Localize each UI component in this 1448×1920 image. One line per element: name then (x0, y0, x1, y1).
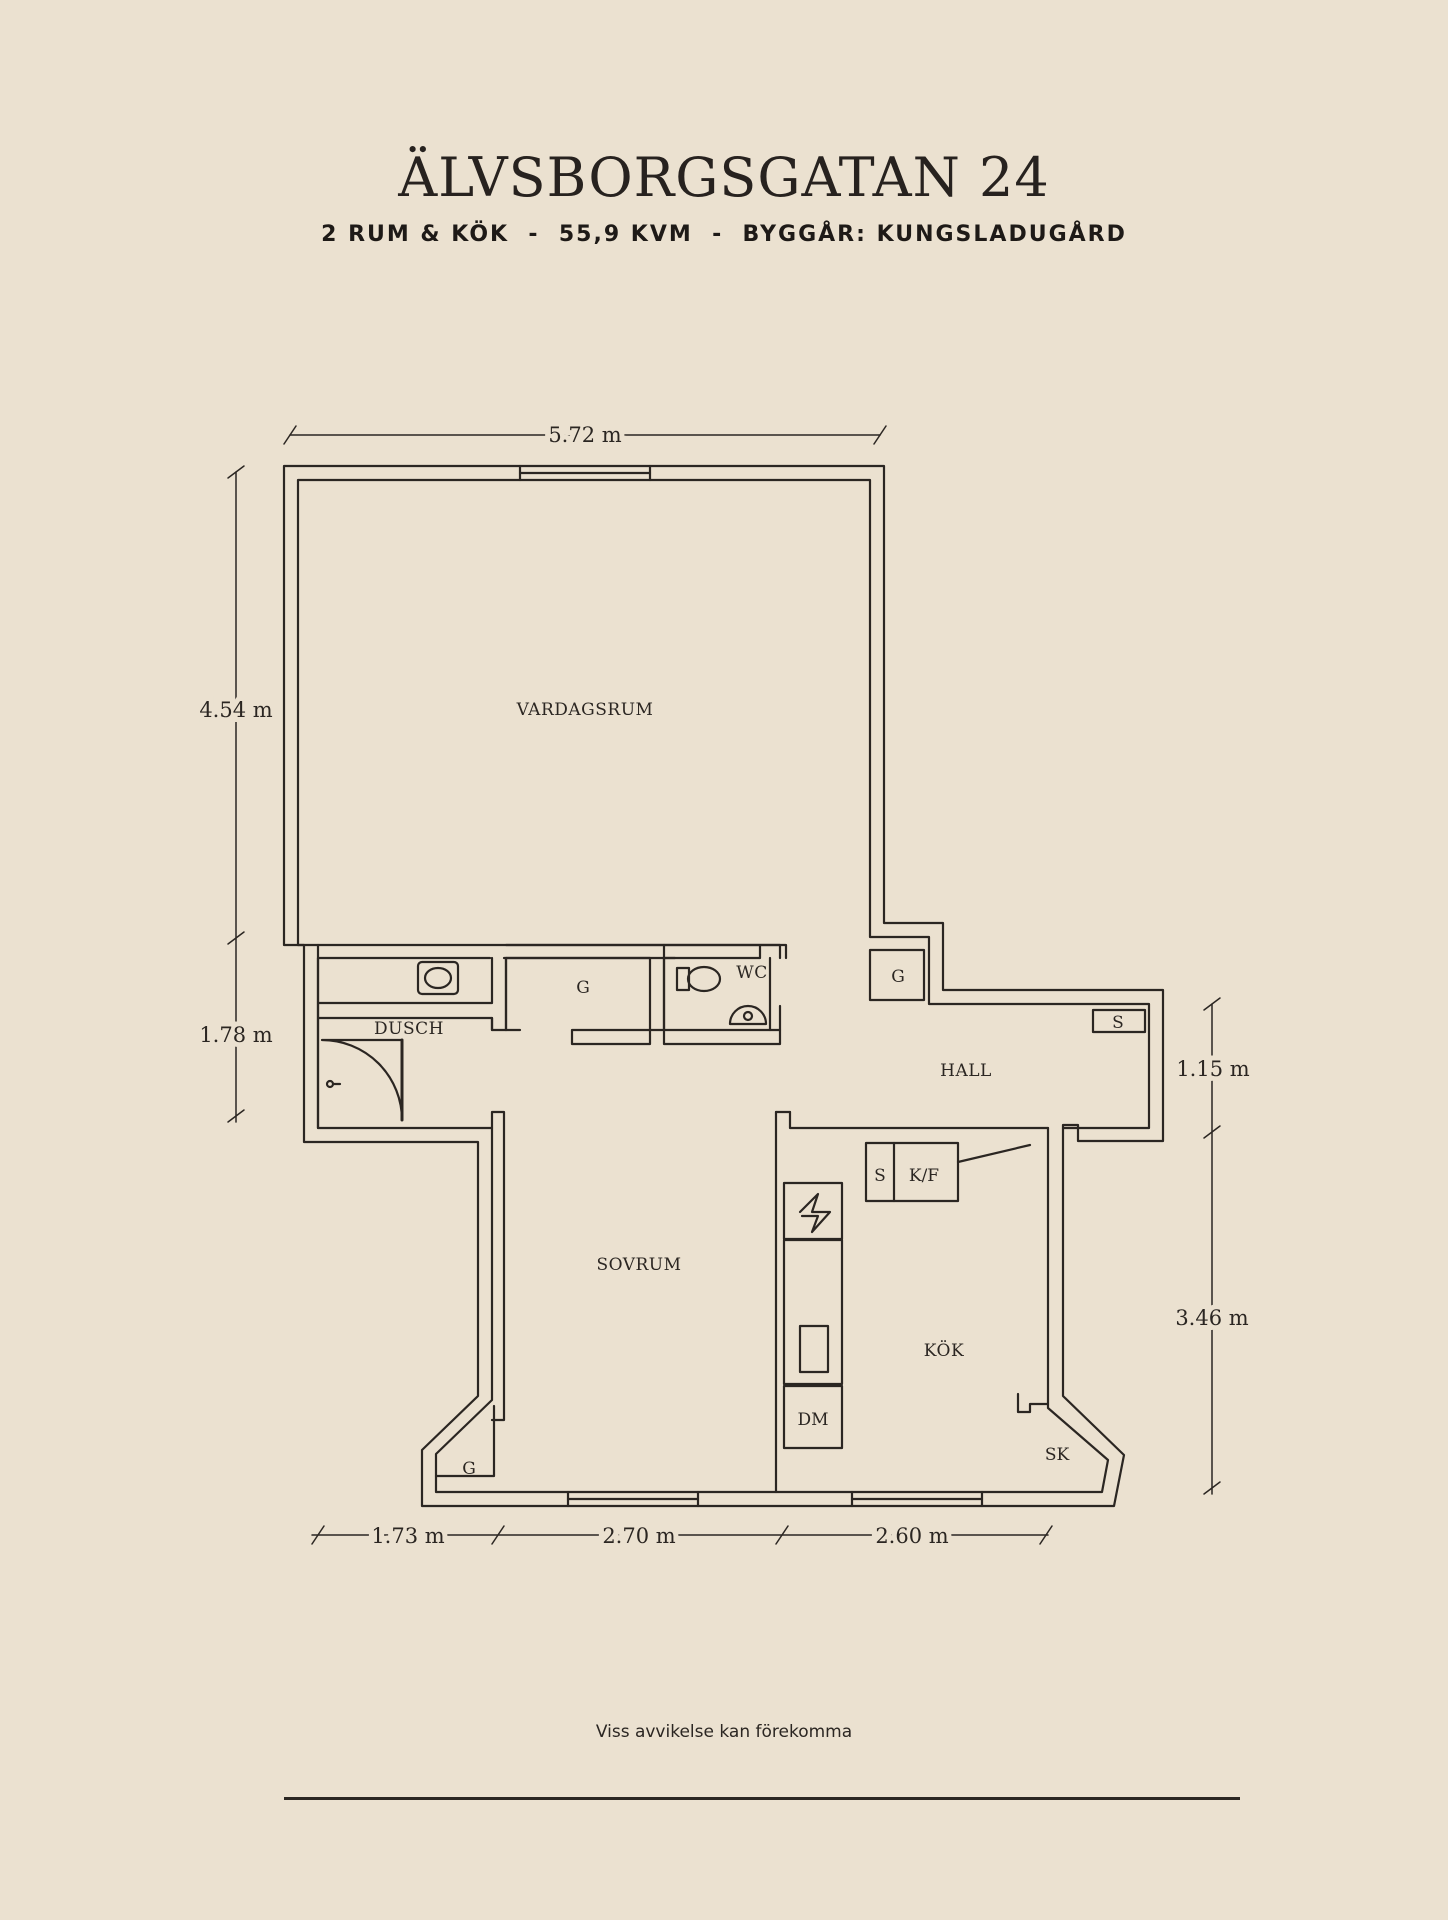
room-label-hall: HALL (940, 1061, 992, 1081)
fixture-label-g-bedroom: G (462, 1459, 476, 1479)
fixture-label-sk: SK (1045, 1445, 1070, 1465)
disclaimer-note: Viss avvikelse kan förekomma (595, 1722, 853, 1742)
room-label-kok: KÖK (924, 1340, 964, 1361)
dimension-left-lower: 1.78 m (199, 1023, 272, 1047)
dimension-right-upper: 1.15 m (1176, 1057, 1249, 1081)
footer-divider (284, 1797, 1240, 1800)
dimension-bottom-right: 2.60 m (875, 1524, 948, 1548)
fixture-label-g-hall: G (891, 967, 905, 987)
page-title: ÄLVSBORGSGATAN 24 (398, 146, 1050, 209)
dimension-left-upper: 4.54 m (199, 698, 272, 722)
dimension-right-lower: 3.46 m (1175, 1306, 1248, 1330)
fixture-label-s-kitchen: S (874, 1166, 886, 1186)
room-label-wc: WC (736, 963, 767, 983)
room-label-sovrum: SOVRUM (596, 1255, 681, 1275)
fixture-label-kf: K/F (909, 1166, 939, 1186)
dimension-bottom-left: 1.73 m (371, 1524, 444, 1548)
fixture-label-s-hall: S (1112, 1013, 1124, 1033)
dimension-top-width: 5.72 m (548, 423, 621, 447)
dimension-bottom-middle: 2.70 m (602, 1524, 675, 1548)
room-label-vardagsrum: VARDAGSRUM (516, 700, 654, 720)
fixture-label-dm: DM (797, 1410, 828, 1430)
fixture-label-g-center: G (576, 978, 590, 998)
page-subtitle: 2 RUM & KÖK - 55,9 KVM - BYGGÅR: KUNGSLA… (321, 222, 1127, 247)
outer-wall-inner (296, 478, 1151, 1494)
outer-wall-outer (282, 464, 1165, 1508)
room-label-dusch: DUSCH (374, 1019, 444, 1039)
